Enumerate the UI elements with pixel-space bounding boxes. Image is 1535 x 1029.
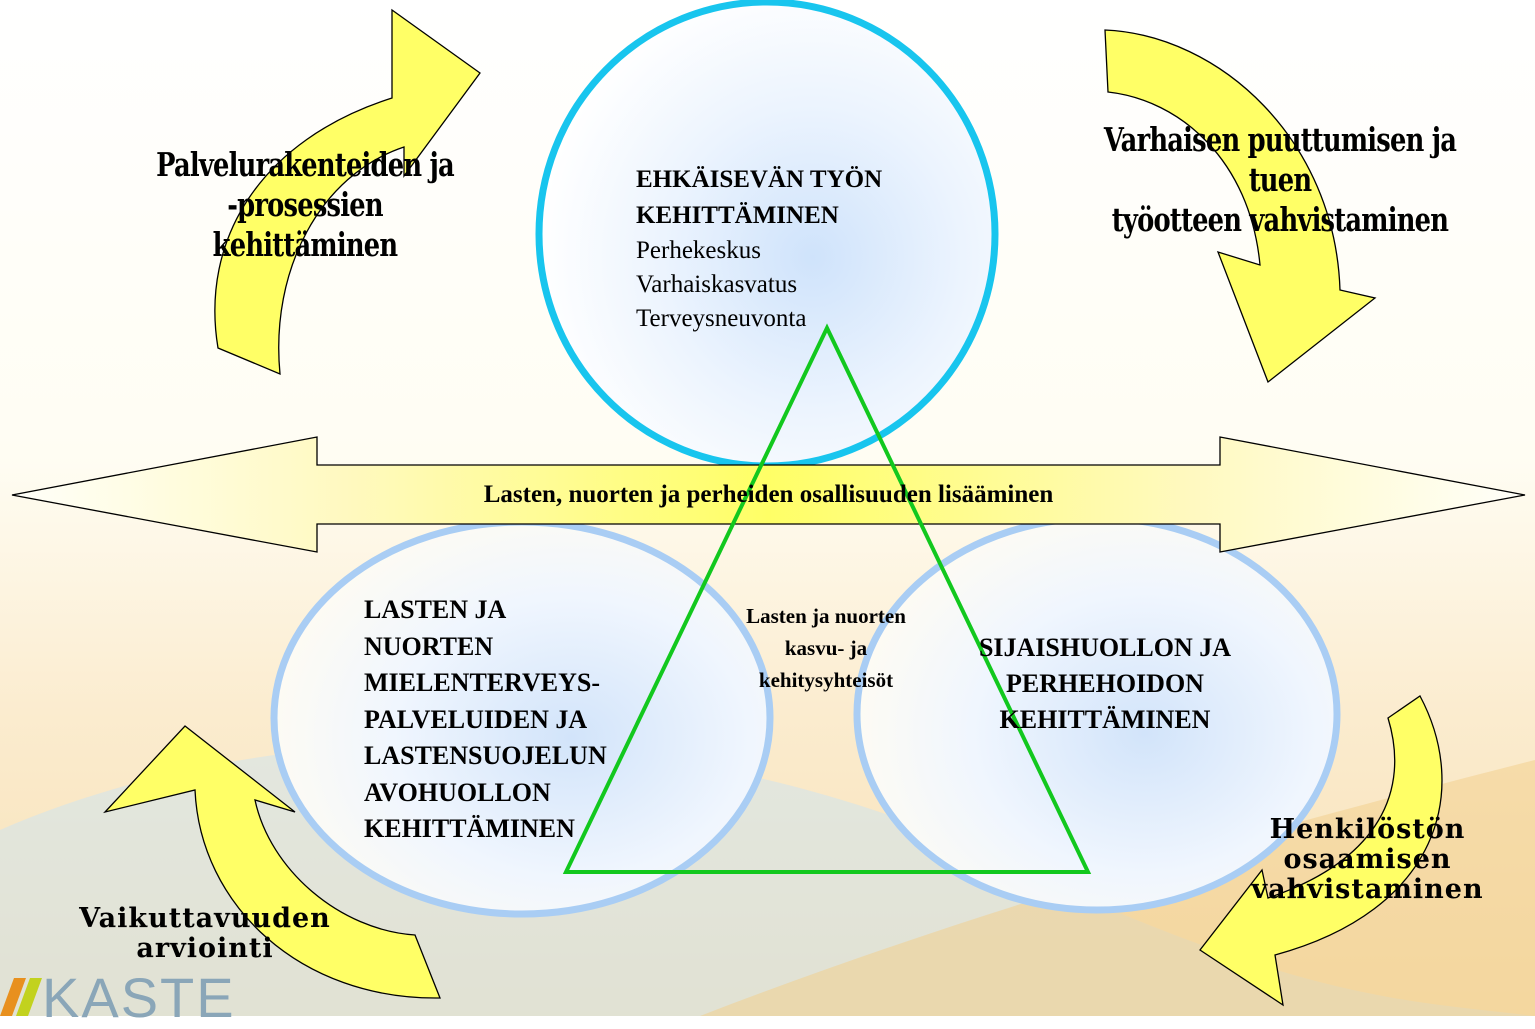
label-line: työotteen vahvistaminen (1111, 200, 1449, 239)
band-label: Lasten, nuorten ja perheiden osallisuude… (483, 481, 1054, 508)
label-staff-competence: Henkilöstön osaamisen vahvistaminen (1200, 815, 1535, 905)
kaste-logo: KASTE (42, 966, 236, 1029)
curved-arrow-top-right (1104, 29, 1377, 384)
right-circle-text: SIJAISHUOLLON JA PERHEHOIDON KEHITTÄMINE… (935, 630, 1275, 738)
label-line: arviointi (136, 933, 274, 964)
center-text: Lasten ja nuorten kasvu- ja kehitysyhtei… (712, 600, 940, 696)
label-line: vahvistaminen (1251, 874, 1484, 905)
heading-line: EHKÄISEVÄN TYÖN (636, 166, 883, 193)
center-triangle (562, 323, 1092, 874)
label-early-intervention: Varhaisen puuttumisen ja tuen työotteen … (1101, 120, 1460, 240)
text-line: NUORTEN (364, 631, 494, 661)
text-line: kehitysyhteisöt (758, 668, 894, 692)
text-line: MIELENTERVEYS- (364, 668, 601, 697)
label-line: Varhaisen puuttumisen ja tuen (1103, 120, 1457, 199)
left-circle-text: LASTEN JA NUORTEN MIELENTERVEYS- PALVELU… (364, 592, 684, 848)
text-line: AVOHUOLLON (364, 777, 551, 807)
item-varhaiskasvatus: Varhaiskasvatus (636, 271, 798, 298)
top-circle-heading: EHKÄISEVÄN TYÖN KEHITTÄMINEN (636, 162, 966, 234)
curved-arrow-bottom-left (103, 725, 441, 999)
text-line: PERHEHOIDON (1006, 669, 1204, 698)
top-circle-text: EHKÄISEVÄN TYÖN KEHITTÄMINEN Perhekeskus… (636, 162, 966, 336)
kaste-logo-mark (0, 978, 42, 1016)
text-line: kasvu- ja (784, 636, 868, 660)
item-perhekeskus: Perhekeskus (636, 237, 761, 264)
text-line: KEHITTÄMINEN (364, 814, 575, 843)
label-line: osaamisen (1283, 844, 1452, 875)
text-line: Lasten ja nuorten (746, 604, 906, 628)
text-line: LASTENSUOJELUN (364, 741, 607, 770)
label-impact-evaluation: Vaikuttavuuden arviointi (20, 904, 390, 964)
text-line: SIJAISHUOLLON JA (978, 633, 1232, 662)
double-arrow-band (11, 436, 1526, 553)
text-line: LASTEN JA (364, 595, 507, 624)
label-line: -prosessien kehittäminen (212, 185, 398, 264)
text-line: KEHITTÄMINEN (999, 705, 1211, 734)
label-line: Henkilöstön (1269, 814, 1466, 845)
text-line: PALVELUIDEN JA (364, 704, 588, 734)
heading-line: KEHITTÄMINEN (636, 202, 839, 229)
item-terveysneuvonta: Terveysneuvonta (636, 305, 807, 332)
label-service-structures: Palvelurakenteiden ja -prosessien kehitt… (137, 145, 472, 265)
curved-arrow-top-left (214, 8, 481, 376)
label-line: Palvelurakenteiden ja (156, 145, 455, 184)
label-line: Vaikuttavuuden (79, 903, 331, 934)
curved-arrow-bottom-right (1199, 695, 1443, 1007)
